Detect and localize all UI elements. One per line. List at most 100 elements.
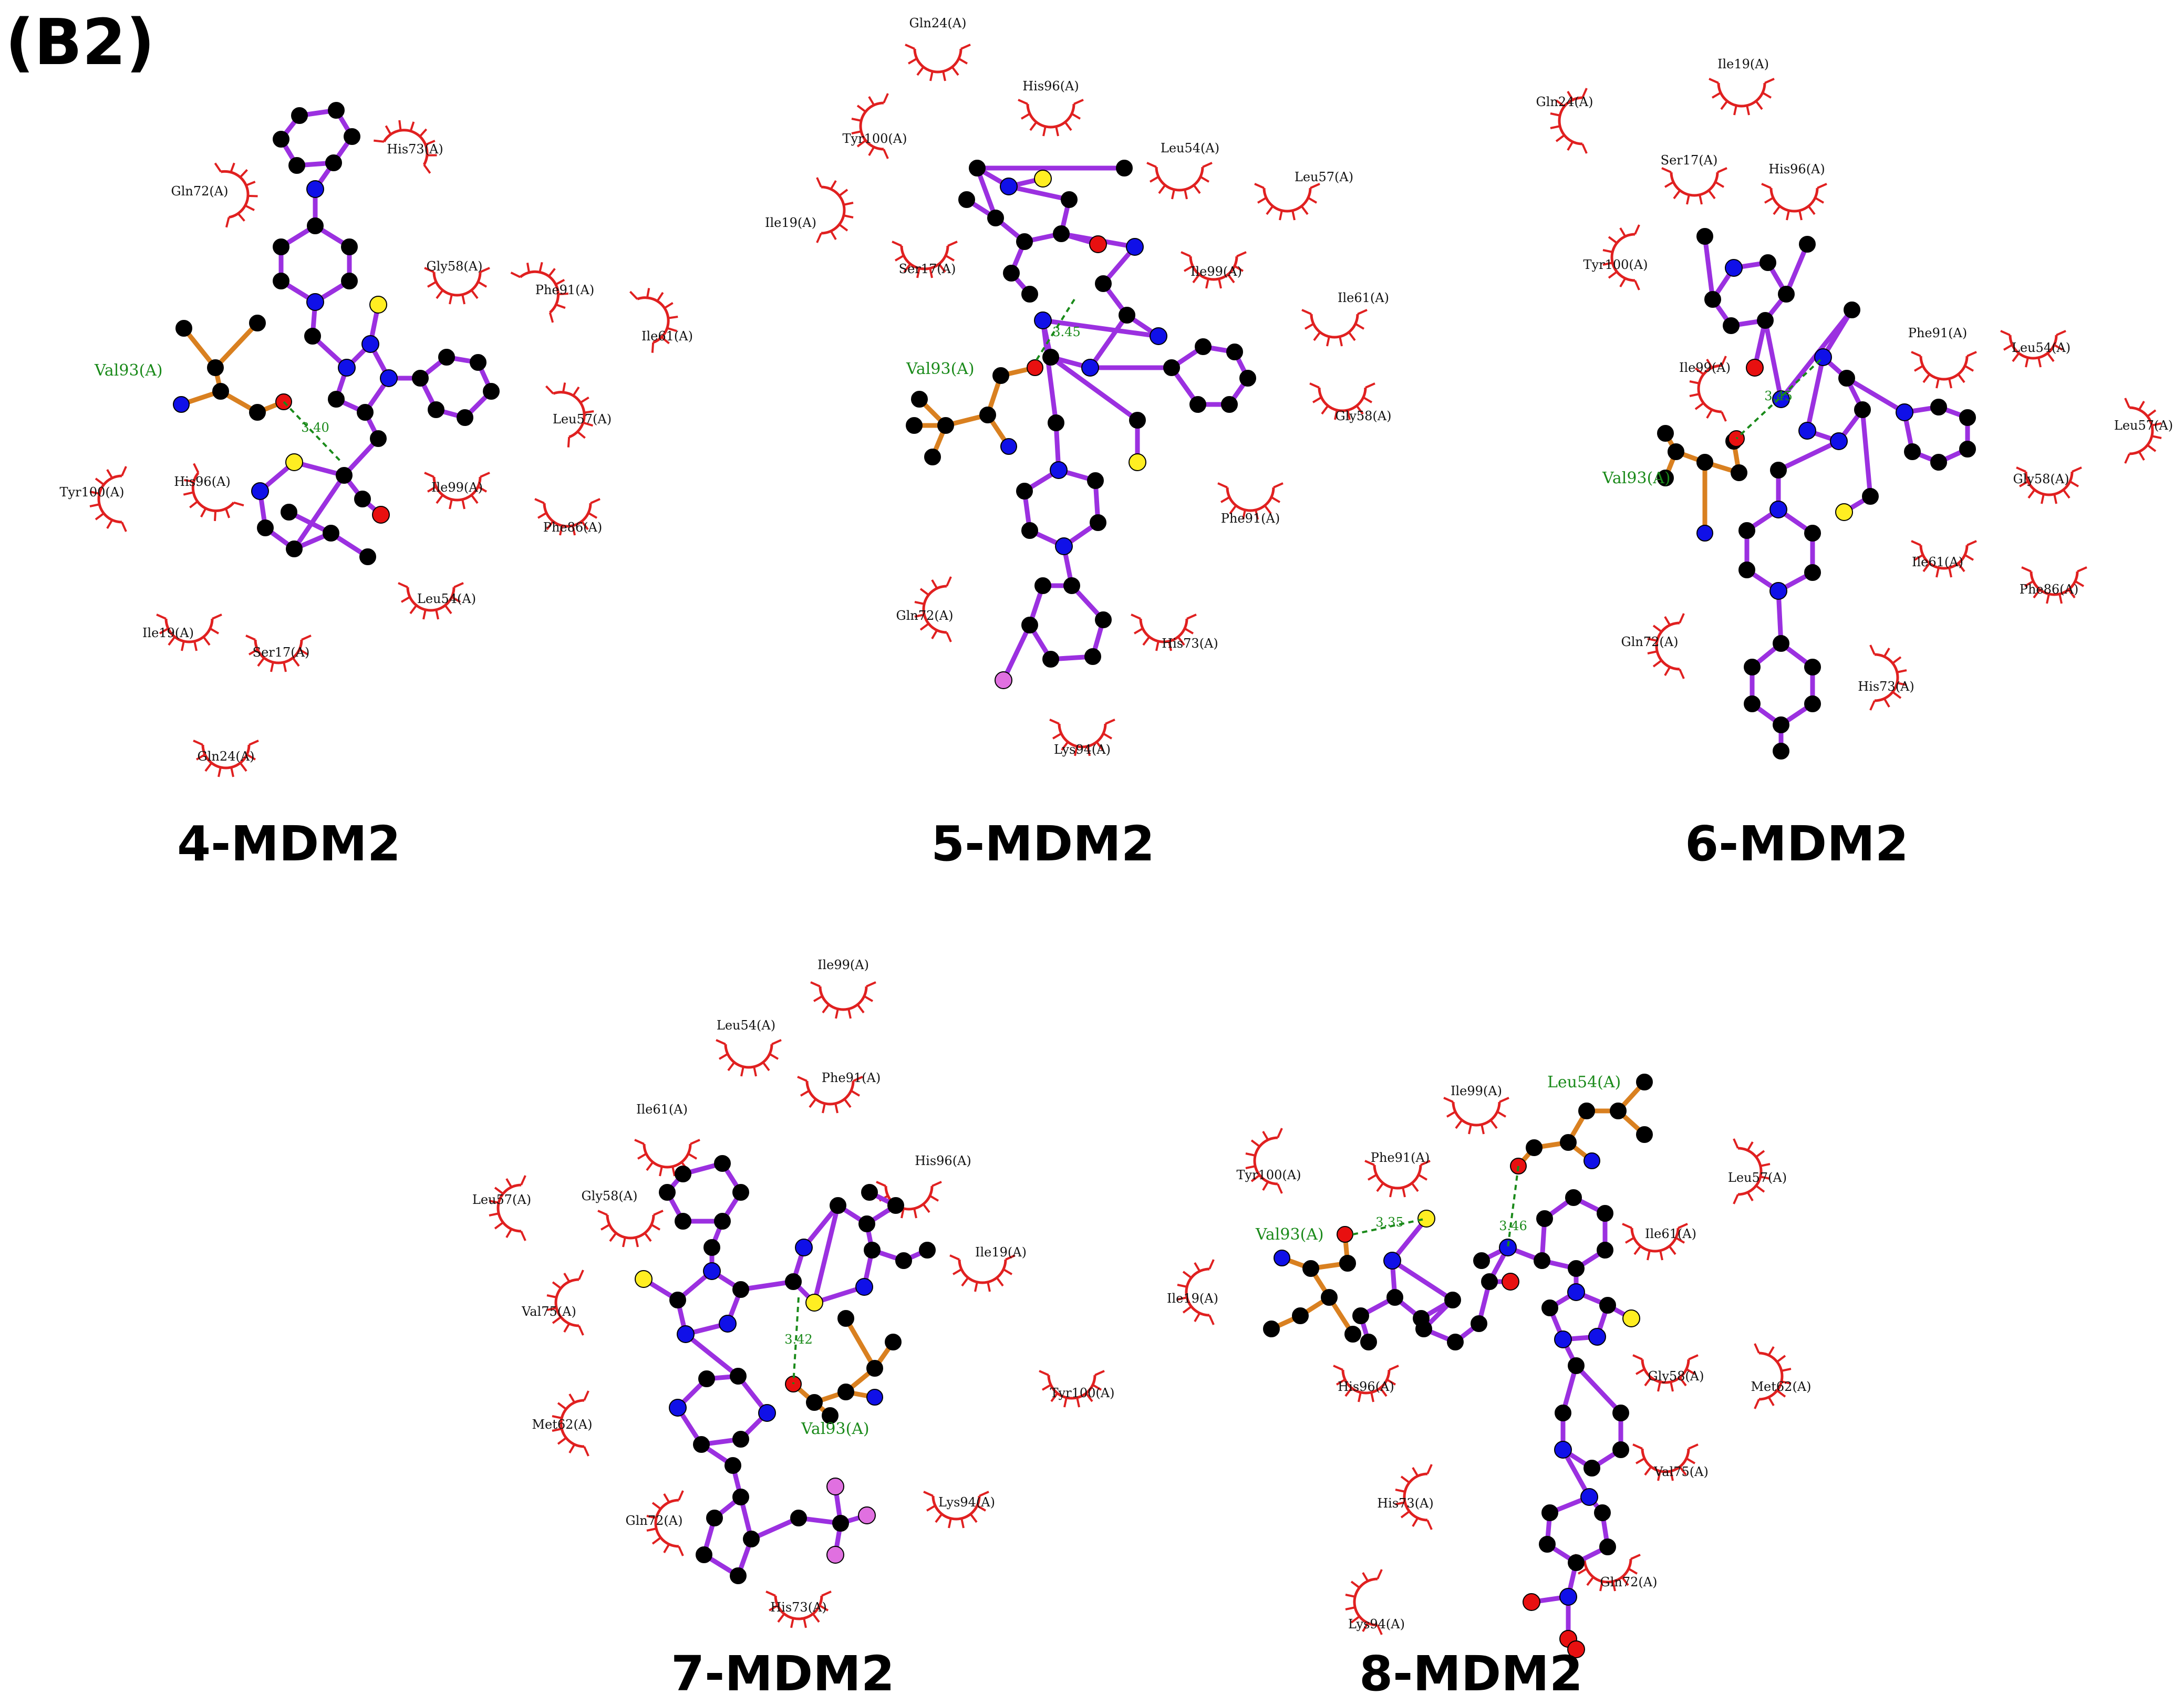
ligand-atom-icon: [1021, 617, 1038, 633]
complex-6-diagram: Ile19(A)Gln24(A)Ser17(A)His96(A)Tyr100(A…: [1536, 57, 2173, 760]
ligand-atom-icon: [669, 1399, 687, 1417]
residue-label: His96(A): [1768, 162, 1825, 176]
residue-label: Val75(A): [521, 1304, 576, 1319]
ligand-atom-icon: [273, 238, 289, 255]
ligand-atom-icon: [273, 131, 289, 148]
residue-atom-icon: [885, 1334, 902, 1350]
ligand-atom-icon: [1597, 1205, 1613, 1222]
ligand-atom-icon: [698, 1370, 715, 1387]
ligand-atom-icon: [1559, 1588, 1577, 1606]
ligand-atom-icon: [1554, 1441, 1572, 1459]
hydrogen-bond-line: [283, 401, 343, 463]
ligand-atom-icon: [1770, 462, 1787, 479]
ligand-atom-icon: [732, 1184, 749, 1201]
ligand-atom-icon: [1622, 1309, 1640, 1327]
ligand-atom-icon: [1738, 562, 1755, 578]
ligand-atom-icon: [1536, 1210, 1553, 1227]
ligand-atom-icon: [732, 1431, 749, 1448]
ligand-atom-icon: [288, 157, 305, 174]
ligand-atom-icon: [919, 1242, 936, 1259]
ligand-bond: [1006, 184, 1072, 202]
residue-label: Phe86(A): [2020, 582, 2078, 597]
ligand-atom-icon: [1844, 302, 1860, 318]
ligand-bond: [1776, 439, 1841, 473]
residue-atom-icon: [1696, 525, 1713, 542]
ligand-atom-icon: [273, 273, 289, 289]
residue-label: His96(A): [174, 474, 231, 489]
ligand-bond: [1805, 355, 1826, 433]
residue-label: Phe91(A): [1908, 326, 1967, 340]
residue-atom-icon: [1731, 464, 1747, 481]
residue-label: His96(A): [1338, 1379, 1394, 1394]
ligand-atom-icon: [1583, 1460, 1600, 1477]
ligand-atom-icon: [1599, 1538, 1616, 1555]
ligand-bond: [1844, 376, 1907, 415]
ligand-bond: [1001, 622, 1032, 683]
ligand-atom-icon: [1126, 238, 1144, 256]
residue-atom-icon: [866, 1360, 883, 1377]
residue-atom-icon: [175, 320, 192, 337]
hydrophobic-contact-icon: [598, 1211, 663, 1247]
ligand-atom-icon: [1042, 651, 1059, 668]
ligand-atom-icon: [1568, 1357, 1585, 1374]
hbond-residue-label: Leu54(A): [1547, 1073, 1621, 1091]
ligand-atom-icon: [412, 370, 429, 387]
ligand-atom-icon: [1723, 317, 1740, 334]
residue-atom-icon: [992, 367, 1009, 384]
residue-label: Gln72(A): [1600, 1575, 1658, 1589]
residue-label: Tyr100(A): [843, 131, 907, 146]
residue-atom-icon: [1000, 438, 1017, 455]
ligand-atom-icon: [1226, 344, 1243, 360]
ligand-atom-icon: [1087, 472, 1104, 489]
hydrophobic-contact-icon: [811, 982, 876, 1018]
residue-atom-icon: [837, 1310, 854, 1327]
residue-atom-icon: [212, 383, 229, 400]
hbond-residue-label: Val93(A): [1602, 469, 1671, 487]
ligand-atom-icon: [743, 1531, 760, 1547]
ligand-atom-icon: [1481, 1273, 1498, 1290]
ligand-atom-icon: [1580, 1488, 1598, 1506]
residue-label: His96(A): [1022, 79, 1079, 93]
residue-atom-icon: [1696, 454, 1713, 471]
residue-label: Lys94(A): [1054, 742, 1111, 757]
residue-label: Ile19(A): [1167, 1291, 1218, 1306]
ligand-atom-icon: [1095, 275, 1112, 292]
hydrophobic-contact-icon: [1755, 1344, 1791, 1409]
residue-label: Gln72(A): [896, 608, 954, 623]
residue-atom-icon: [1344, 1326, 1361, 1343]
residue-atom-icon: [249, 315, 266, 331]
ligand-bond: [1040, 318, 1059, 425]
hydrophobic-contact-icon: [817, 178, 853, 243]
ligand-atom-icon: [995, 671, 1012, 689]
residue-atom-icon: [1526, 1139, 1543, 1156]
ligand-atom-icon: [958, 191, 975, 208]
ligand-atom-icon: [675, 1166, 691, 1182]
residue-label: Met62(A): [1751, 1379, 1811, 1394]
residue-atom-icon: [1027, 359, 1043, 376]
ligand-atom-icon: [826, 1478, 844, 1495]
residue-atom-icon: [1583, 1152, 1600, 1169]
residue-atom-icon: [822, 1407, 839, 1424]
residue-label: Ile99(A): [1679, 360, 1731, 375]
ligand-atom-icon: [1854, 401, 1871, 418]
ligand-bond: [1390, 1216, 1429, 1263]
ligand-atom-icon: [659, 1184, 676, 1201]
residue-atom-icon: [1657, 470, 1674, 486]
ligand-atom-icon: [1804, 695, 1821, 712]
ligand-bond: [1860, 407, 1873, 499]
ligand-atom-icon: [1061, 191, 1078, 208]
ligand-atom-icon: [1594, 1504, 1611, 1521]
ligand-atom-icon: [732, 1281, 749, 1298]
residue-atom-icon: [1560, 1134, 1577, 1151]
ligand-atom-icon: [344, 128, 360, 145]
ligand-atom-icon: [291, 107, 308, 124]
ligand-atom-icon: [1769, 501, 1787, 518]
residue-atom-icon: [837, 1384, 854, 1400]
residue-atom-icon: [1610, 1103, 1627, 1119]
residue-label: Ile61(A): [1645, 1226, 1696, 1241]
ligand-bond: [292, 473, 347, 552]
hydrophobic-contact-icon: [716, 1040, 781, 1076]
caption-7-mdm2: 7-MDM2: [671, 1646, 895, 1702]
caption-8-mdm2: 8-MDM2: [1359, 1646, 1583, 1702]
hydrophobic-contact-icon: [1911, 352, 1976, 388]
